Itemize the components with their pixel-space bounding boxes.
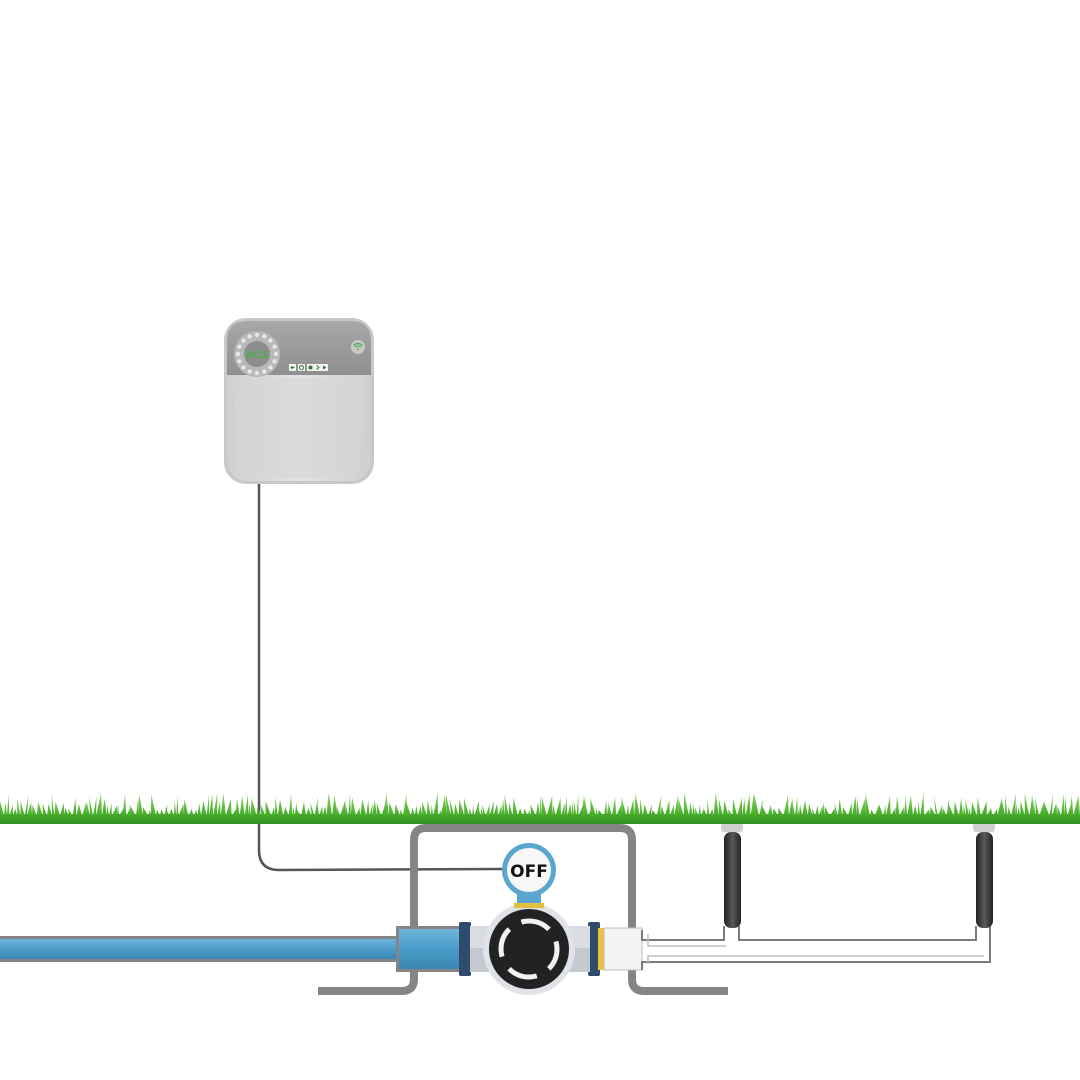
controller-buttons [289, 364, 328, 371]
valve-status-indicator[interactable] [507, 848, 551, 892]
supply-pipe [0, 926, 462, 972]
wifi-icon [351, 340, 365, 354]
controller-dial[interactable]: RC2 [234, 331, 280, 377]
sprinkler-head-1[interactable] [721, 822, 743, 928]
irrigation-controller[interactable]: RC2 [224, 318, 374, 484]
settings-icon[interactable] [298, 364, 305, 371]
controller-model-label: RC2 [246, 350, 268, 361]
next-icon[interactable] [314, 364, 321, 371]
sprinkler-head-2[interactable] [973, 822, 995, 928]
valve-status-label: OFF [510, 862, 548, 882]
solenoid-valve[interactable]: OFF [459, 843, 643, 995]
lateral-pipes [641, 926, 991, 970]
control-wire [257, 484, 503, 872]
valve-outlet-flange [588, 922, 600, 976]
valve-box [318, 824, 728, 995]
grass-strip [0, 792, 1080, 824]
valve-inlet-flange [459, 922, 471, 976]
